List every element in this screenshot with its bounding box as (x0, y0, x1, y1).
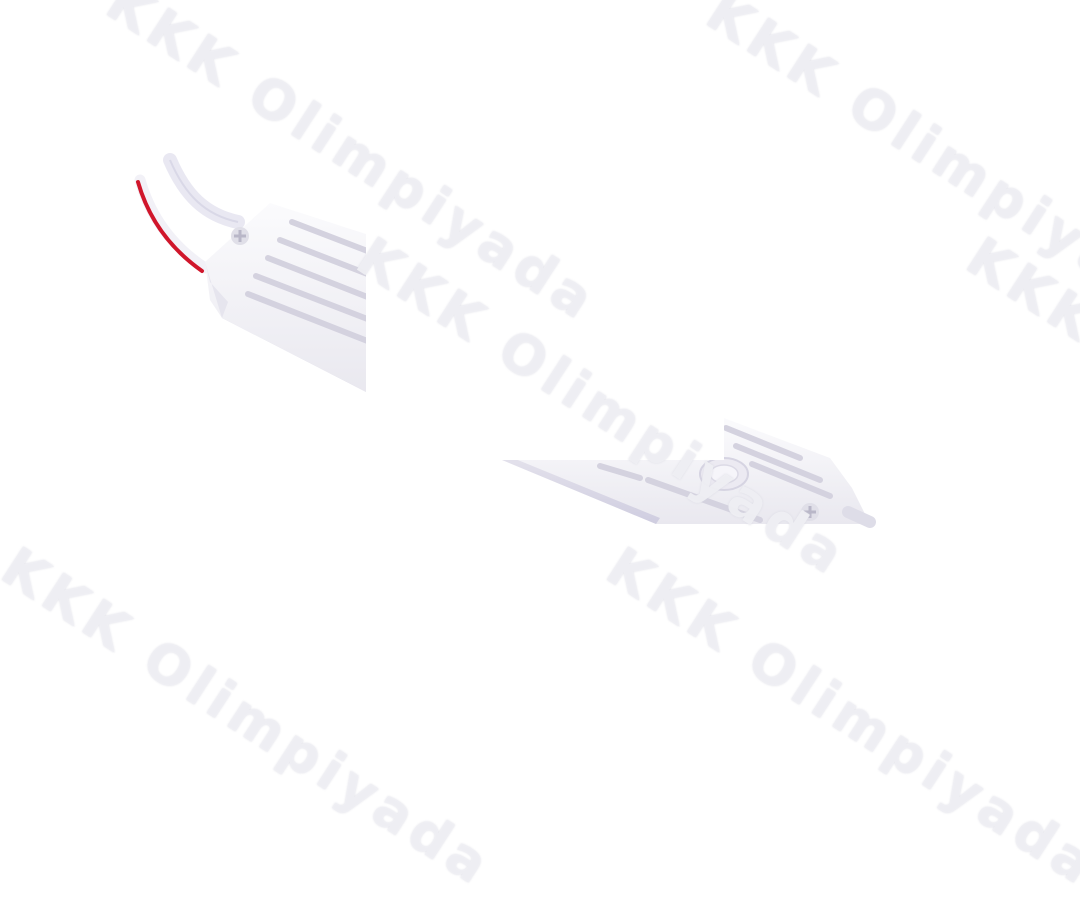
white-wire (163, 153, 245, 229)
housing-ribs (245, 219, 373, 345)
led-module-left (205, 203, 373, 395)
screw-hole-icon-right (801, 503, 819, 521)
wire-bundle (134, 153, 245, 274)
exit-wire (842, 506, 876, 528)
screw-hole-icon (231, 227, 249, 245)
red-wire-white (134, 174, 211, 274)
housing-ribs-right (597, 425, 833, 523)
led-lens-icon (699, 457, 749, 491)
red-wire (136, 180, 204, 273)
product-photo (134, 153, 876, 528)
led-module-right (502, 418, 876, 528)
